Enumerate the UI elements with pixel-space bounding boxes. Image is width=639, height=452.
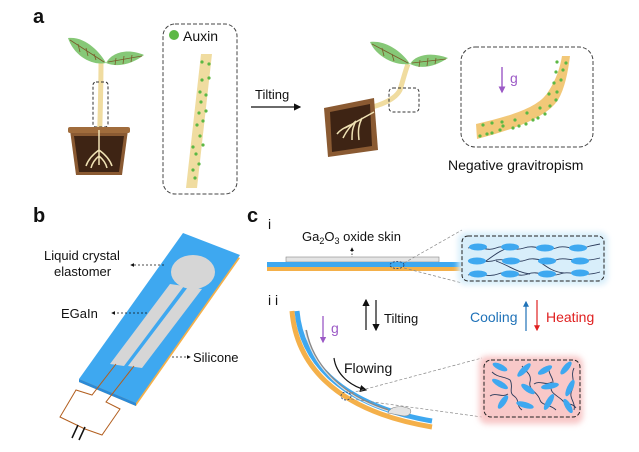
auxin-dots-bent (478, 60, 568, 138)
tilted-roots (336, 111, 375, 141)
mesogens-disordered (492, 361, 575, 414)
flowing-arrow (333, 357, 368, 393)
panel-c-label: c (247, 205, 258, 227)
negative-gravitropism-caption: Negative gravitropism (448, 157, 583, 173)
cooling-label: Cooling (470, 309, 517, 325)
gravity-label-c: g (331, 320, 339, 336)
capacitor-icon (71, 424, 86, 441)
sensor-device (59, 233, 240, 441)
wires (59, 363, 135, 436)
mesogens-aligned (468, 243, 589, 278)
flat-strip (267, 256, 461, 271)
stem-segment (186, 54, 212, 188)
egain-pattern (110, 255, 215, 368)
heating-label: Heating (546, 309, 594, 325)
sub-i-label: i (268, 216, 271, 232)
roots (85, 130, 113, 169)
tilting-label-c: Tilting (384, 311, 418, 326)
bend-zoom-box (388, 87, 420, 113)
silicone-label: Silicone (193, 350, 239, 365)
auxin-legend-label: Auxin (183, 28, 218, 44)
disordered-lce-zoom (479, 356, 583, 424)
gravity-label-a: g (510, 70, 518, 86)
panel-b-label: b (33, 205, 45, 227)
flowing-label: Flowing (344, 360, 392, 376)
tilted-plant (324, 41, 448, 157)
tilted-stem (359, 63, 411, 113)
tilting-label-a: Tilting (255, 87, 289, 102)
oxide-skin-label: Ga2O3 oxide skin (302, 229, 401, 246)
lce-label-line2: elastomer (54, 264, 112, 279)
lce-label-line1: Liquid crystal (44, 248, 120, 263)
egain-label: EGaIn (61, 306, 98, 321)
leaf-right (106, 51, 144, 66)
upright-plant (68, 37, 144, 175)
aligned-lce-zoom (458, 232, 608, 285)
gravitropism-zoom-panel: g Negative gravitropism (448, 46, 594, 173)
panel-a-label: a (33, 6, 45, 28)
auxin-legend-dot (169, 30, 179, 40)
egain-droplet (387, 406, 412, 417)
zoom-spot-flat (389, 261, 405, 269)
sub-ii-label: i i (268, 292, 278, 308)
curved-strip (289, 310, 433, 430)
auxin-dots (191, 60, 211, 180)
zoom-spot-curved (340, 391, 352, 401)
auxin-zoom-panel: Auxin (162, 23, 238, 195)
